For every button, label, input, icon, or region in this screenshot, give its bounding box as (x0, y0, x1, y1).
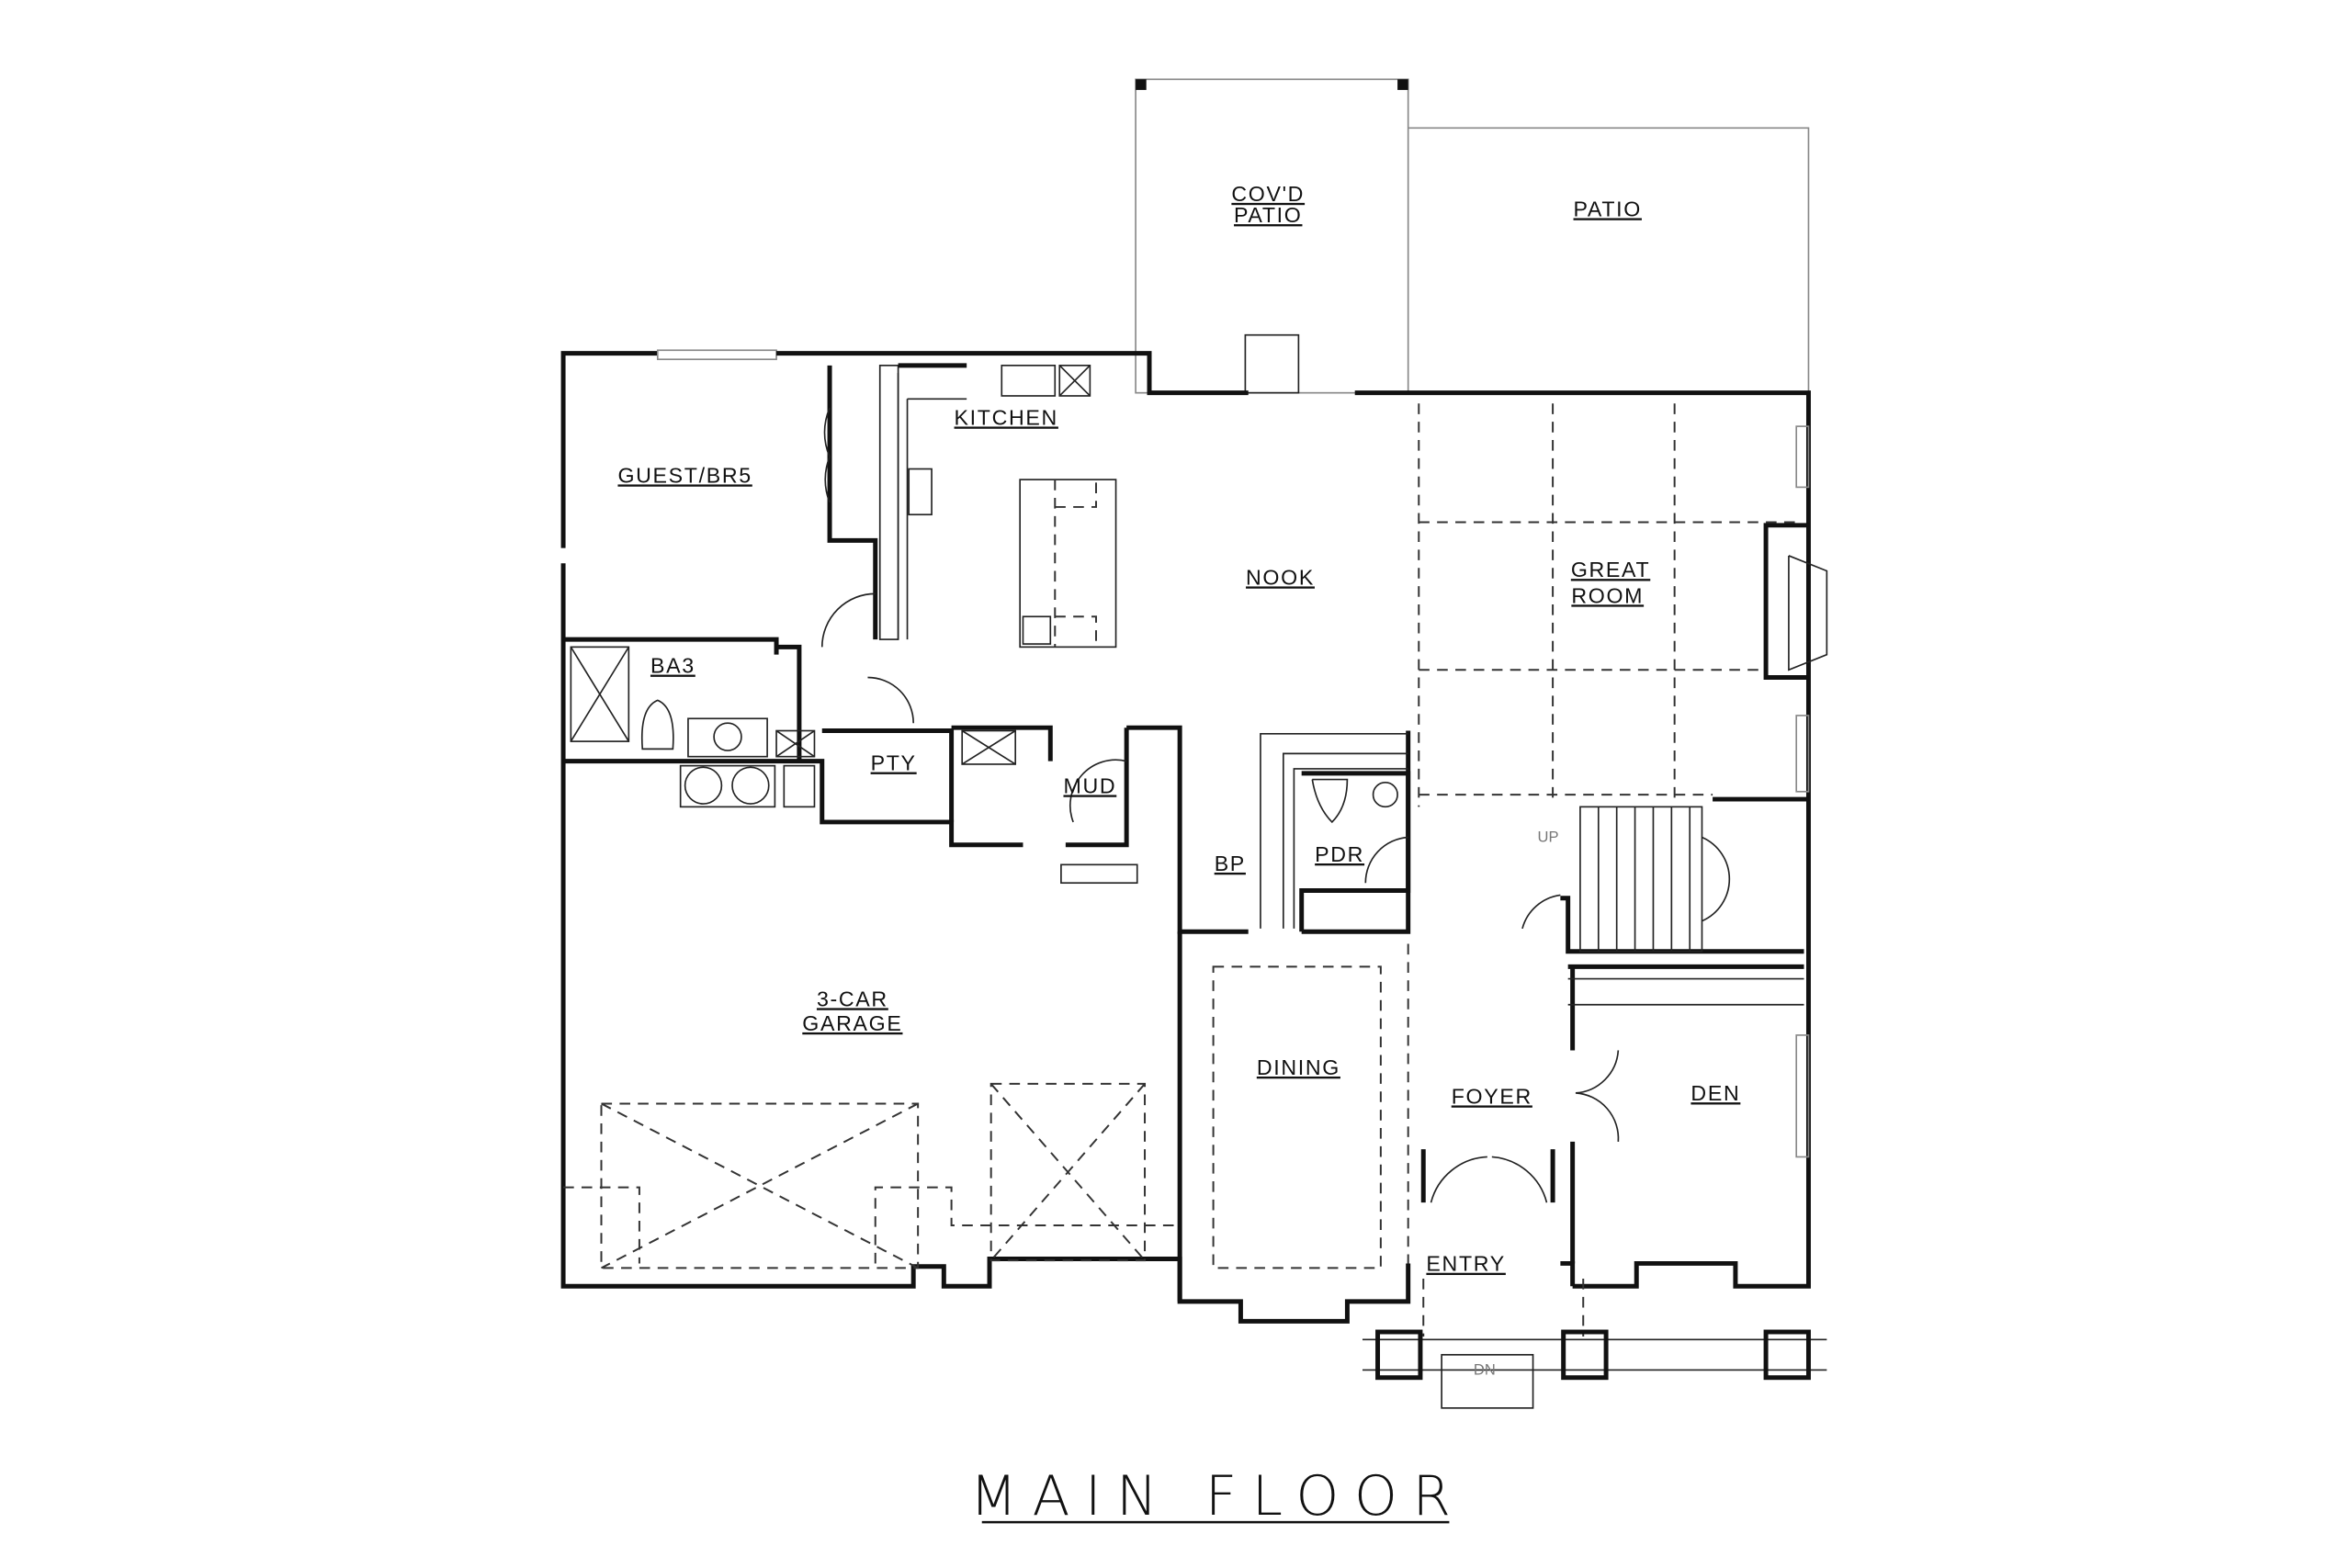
stair-up-label: UP (1538, 828, 1559, 845)
ceiling-grid (1418, 403, 1797, 807)
doors (820, 407, 1620, 1203)
label-great-room-2: ROOM (1571, 583, 1644, 607)
label-dining: DINING (1257, 1055, 1340, 1079)
room-labels: COV'D PATIO PATIO KITCHEN GUEST/BR5 NOOK… (617, 182, 1740, 1276)
label-kitchen: KITCHEN (955, 405, 1058, 429)
patio-outline (1408, 127, 1810, 393)
label-garage: 3-CAR (817, 987, 888, 1010)
label-pty: PTY (871, 751, 917, 775)
label-covd-patio-2: PATIO (1234, 203, 1302, 227)
label-great-room: GREAT (1571, 558, 1650, 581)
drawing-title: MAIN FLOOR (970, 1465, 1466, 1529)
label-nook: NOOK (1246, 565, 1315, 589)
label-guest: GUEST/BR5 (617, 463, 752, 487)
dining-ceiling (1212, 965, 1382, 1269)
label-entry: ENTRY (1426, 1252, 1505, 1276)
label-bp: BP (1215, 852, 1246, 875)
label-ba3: BA3 (650, 654, 695, 678)
staircase[interactable]: UP (1538, 806, 1731, 953)
label-garage-2: GARAGE (802, 1011, 902, 1035)
label-den: DEN (1690, 1081, 1740, 1105)
label-patio: PATIO (1574, 197, 1642, 220)
covered-patio (1135, 78, 1409, 394)
garage-doors[interactable] (563, 1082, 1181, 1269)
fixtures (570, 365, 1398, 885)
porch-down-label: DN (1474, 1360, 1496, 1378)
interior-walls (563, 363, 1809, 1302)
label-foyer: FOYER (1452, 1084, 1532, 1108)
label-covd-patio: COV'D (1231, 182, 1305, 206)
label-mud: MUD (1063, 773, 1116, 797)
label-pdr: PDR (1315, 842, 1364, 866)
exterior-walls (560, 349, 1828, 1324)
front-porch: DN (1362, 1279, 1827, 1409)
